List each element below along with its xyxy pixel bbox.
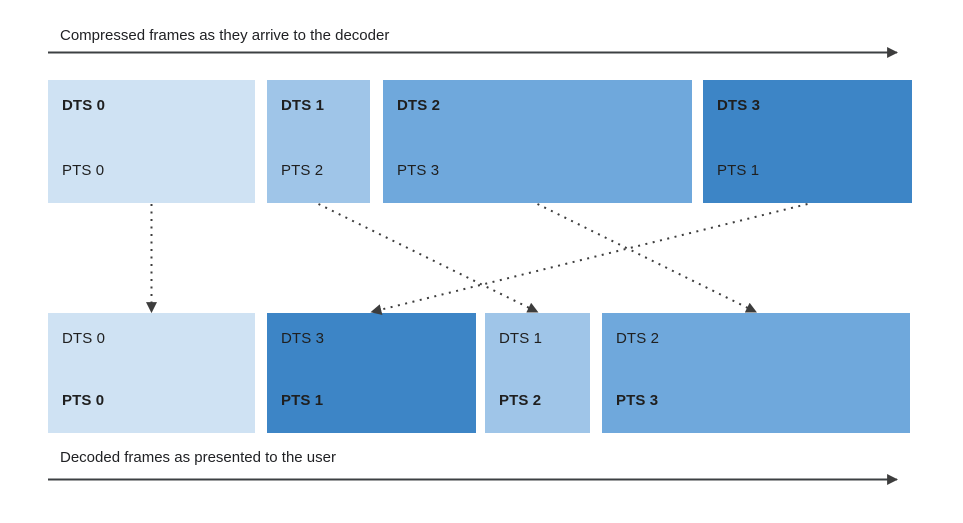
reorder-arrow-top-2-to-bottom-3 [537,203,757,313]
decoded-frame-2: DTS 1 PTS 2 [485,313,590,433]
pts-label: PTS 1 [717,162,760,179]
decoded-frames-axis-label: Decoded frames as presented to the user [60,449,336,466]
dts-label: DTS 0 [62,97,106,114]
pts-label: PTS 1 [281,392,324,409]
pts-label: PTS 2 [499,392,542,409]
dts-label: DTS 3 [717,97,761,114]
decoded-frame-0: DTS 0 PTS 0 [48,313,255,433]
dts-label: DTS 1 [499,330,543,347]
decoded-frame-1: DTS 3 PTS 1 [267,313,476,433]
dts-label: DTS 1 [281,97,325,114]
pts-label: PTS 0 [62,162,105,179]
dts-label: DTS 2 [616,330,660,347]
dts-label: DTS 2 [397,97,441,114]
pts-label: PTS 3 [397,162,440,179]
compressed-frame-1: DTS 1 PTS 2 [267,80,370,203]
pts-label: PTS 3 [616,392,659,409]
compressed-frames-axis-label: Compressed frames as they arrive to the … [60,27,390,44]
pts-label: PTS 2 [281,162,324,179]
reorder-arrow-top-3-to-bottom-1 [370,203,808,315]
pts-label: PTS 0 [62,392,105,409]
decoded-frame-3: DTS 2 PTS 3 [602,313,910,433]
compressed-frame-2: DTS 2 PTS 3 [383,80,692,203]
compressed-frame-3: DTS 3 PTS 1 [703,80,912,203]
reorder-arrow-top-1-to-bottom-2 [318,203,539,313]
dts-label: DTS 0 [62,330,106,347]
dts-label: DTS 3 [281,330,325,347]
compressed-frame-0: DTS 0 PTS 0 [48,80,255,203]
